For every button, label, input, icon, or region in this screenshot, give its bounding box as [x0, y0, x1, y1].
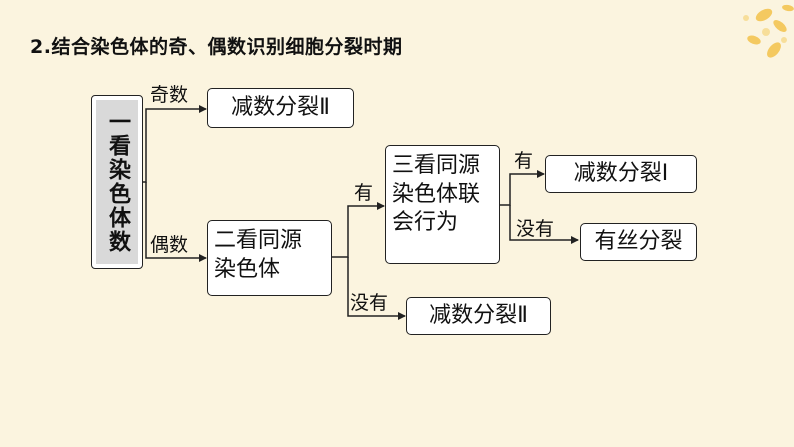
branch-label-has-synapsis: 有 [514, 150, 534, 172]
heading-number: 2 [30, 36, 44, 58]
node-mitosis: 有丝分裂 [580, 223, 697, 261]
root-label: 一看染色体数 [96, 100, 138, 264]
heading-text: .结合染色体的奇、偶数识别细胞分裂时期 [43, 36, 403, 58]
node-meiosis-2-top-label: 减数分裂Ⅱ [231, 94, 330, 120]
node-meiosis-1-label: 减数分裂Ⅰ [573, 160, 669, 186]
node-third-look-label: 三看同源 染色体联 会行为 [392, 153, 481, 236]
section-heading: 2.结合染色体的奇、偶数识别细胞分裂时期 [30, 32, 402, 59]
root-box: 一看染色体数 [91, 95, 143, 269]
node-meiosis-2-top: 减数分裂Ⅱ [207, 88, 354, 128]
node-meiosis-2-bottom: 减数分裂Ⅱ [406, 297, 551, 335]
branch-label-no-homolog: 没有 [350, 292, 389, 314]
node-meiosis-1: 减数分裂Ⅰ [545, 155, 697, 193]
node-second-look-label: 二看同源 染色体 [214, 228, 303, 282]
branch-label-has-homolog: 有 [354, 182, 374, 204]
node-second-look: 二看同源 染色体 [207, 220, 332, 296]
flower-decoration [743, 4, 794, 58]
branch-label-no-synapsis: 没有 [516, 218, 555, 240]
node-meiosis-2-bottom-label: 减数分裂Ⅱ [429, 302, 528, 328]
branch-label-even: 偶数 [150, 234, 189, 256]
node-third-look: 三看同源 染色体联 会行为 [385, 145, 500, 264]
node-mitosis-label: 有丝分裂 [594, 228, 683, 254]
branch-label-odd: 奇数 [150, 84, 189, 106]
